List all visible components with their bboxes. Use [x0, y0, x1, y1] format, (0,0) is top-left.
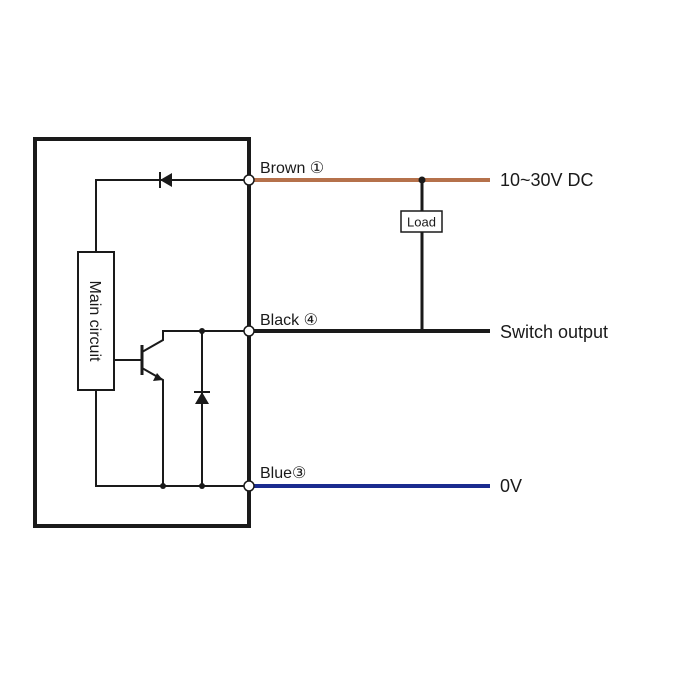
- black-wire-label: Black ④: [260, 312, 318, 329]
- main-circuit-label: Main circuit: [86, 281, 103, 362]
- ground-label: 0V: [500, 476, 522, 496]
- load-box: [400, 210, 443, 233]
- brown-wire-label: Brown ①: [260, 160, 324, 177]
- terminal-black: [243, 325, 255, 337]
- junction-dot: [199, 328, 205, 334]
- blue-wire-label: Blue③: [260, 465, 306, 482]
- supply-label: 10~30V DC: [500, 170, 594, 190]
- main-circuit-block: [77, 251, 115, 391]
- clamp-diode: [194, 331, 210, 486]
- switch-output-label: Switch output: [500, 322, 608, 342]
- terminal-blue: [243, 480, 255, 492]
- junction-dot: [160, 483, 166, 489]
- output-transistor: [114, 330, 249, 486]
- sensor-housing: [33, 137, 251, 528]
- reverse-protection-diode: [159, 172, 172, 188]
- load-label: Load: [407, 215, 436, 230]
- junction-dot: [418, 176, 426, 184]
- terminal-brown: [243, 174, 255, 186]
- junction-dot: [199, 483, 205, 489]
- supply-internal-line: [95, 179, 249, 252]
- ground-internal-line: [95, 390, 249, 487]
